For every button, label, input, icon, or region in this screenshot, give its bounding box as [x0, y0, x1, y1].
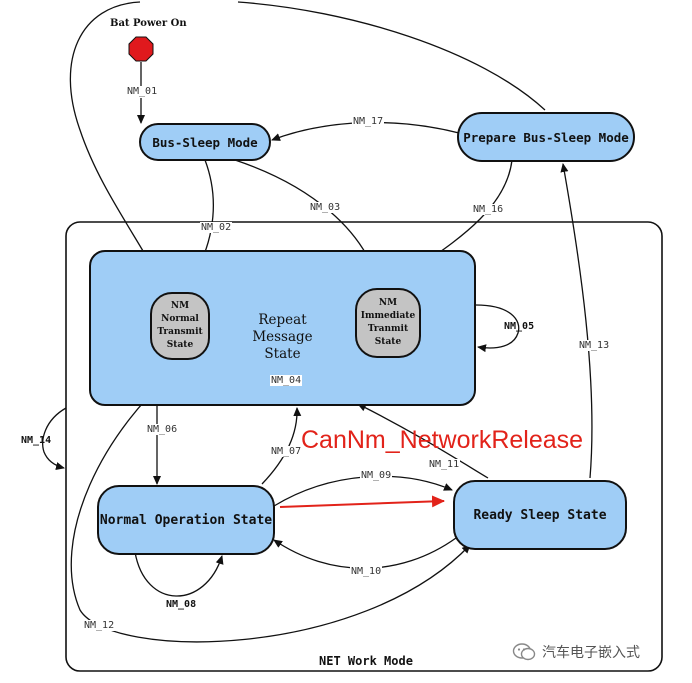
bat-power-on-label: Bat Power On: [110, 18, 187, 29]
transition-nm-12: NM_12: [83, 620, 116, 631]
transition-nm-10: NM_10: [350, 566, 383, 577]
immediate-transmit-line4: State: [374, 337, 402, 347]
transition-nm-13: NM_13: [578, 340, 611, 351]
repeat-message-label: Repeat Message State: [252, 312, 313, 362]
prepare-bus-sleep-mode-state: Prepare Bus-Sleep Mode: [457, 112, 635, 162]
normal-transmit-line1: NM: [170, 301, 190, 311]
network-mode-frame: [65, 221, 663, 672]
normal-transmit-line4: State: [166, 340, 194, 350]
network-mode-label: NET Work Mode: [319, 654, 413, 668]
watermark-text: 汽车电子嵌入式: [542, 645, 640, 661]
network-release-annotation: CanNm_NetworkRelease: [301, 426, 584, 454]
transition-nm-08: NM_08: [166, 599, 197, 610]
immediate-transmit-line3: Tranmit: [367, 324, 409, 334]
transition-nm-11: NM_11: [428, 459, 461, 470]
transition-nm-07: NM_07: [270, 446, 303, 457]
transition-nm-04: NM_04: [270, 375, 303, 386]
transition-nm-09: NM_09: [360, 470, 393, 481]
transition-nm-01: NM_01: [126, 86, 159, 97]
normal-transmit-line3: Transmit: [157, 327, 203, 337]
ready-sleep-state: Ready Sleep State: [453, 480, 627, 550]
nm-immediate-transmit-substate: NM Immediate Tranmit State: [355, 288, 421, 358]
normal-transmit-line2: Normal: [161, 314, 199, 324]
wechat-icon: [512, 642, 536, 662]
transition-nm-14: NM_14: [21, 435, 52, 446]
transition-nm-02: NM_02: [200, 222, 233, 233]
transition-nm-03: NM_03: [309, 202, 342, 213]
nm-normal-transmit-substate: NM Normal Transmit State: [150, 292, 210, 360]
start-octagon-icon: [128, 36, 154, 62]
transition-nm-16: NM_16: [472, 204, 505, 215]
bus-sleep-mode-state: Bus-Sleep Mode: [139, 123, 271, 161]
transition-nm-05: NM_05: [504, 321, 535, 332]
watermark: 汽车电子嵌入式: [512, 642, 640, 662]
transition-nm-06: NM_06: [146, 424, 179, 435]
network-release-arrow: [279, 495, 445, 508]
normal-operation-state: Normal Operation State: [97, 485, 275, 555]
immediate-transmit-line1: NM: [378, 298, 398, 308]
transition-nm-17: NM_17: [352, 116, 385, 127]
immediate-transmit-line2: Immediate: [360, 311, 416, 321]
